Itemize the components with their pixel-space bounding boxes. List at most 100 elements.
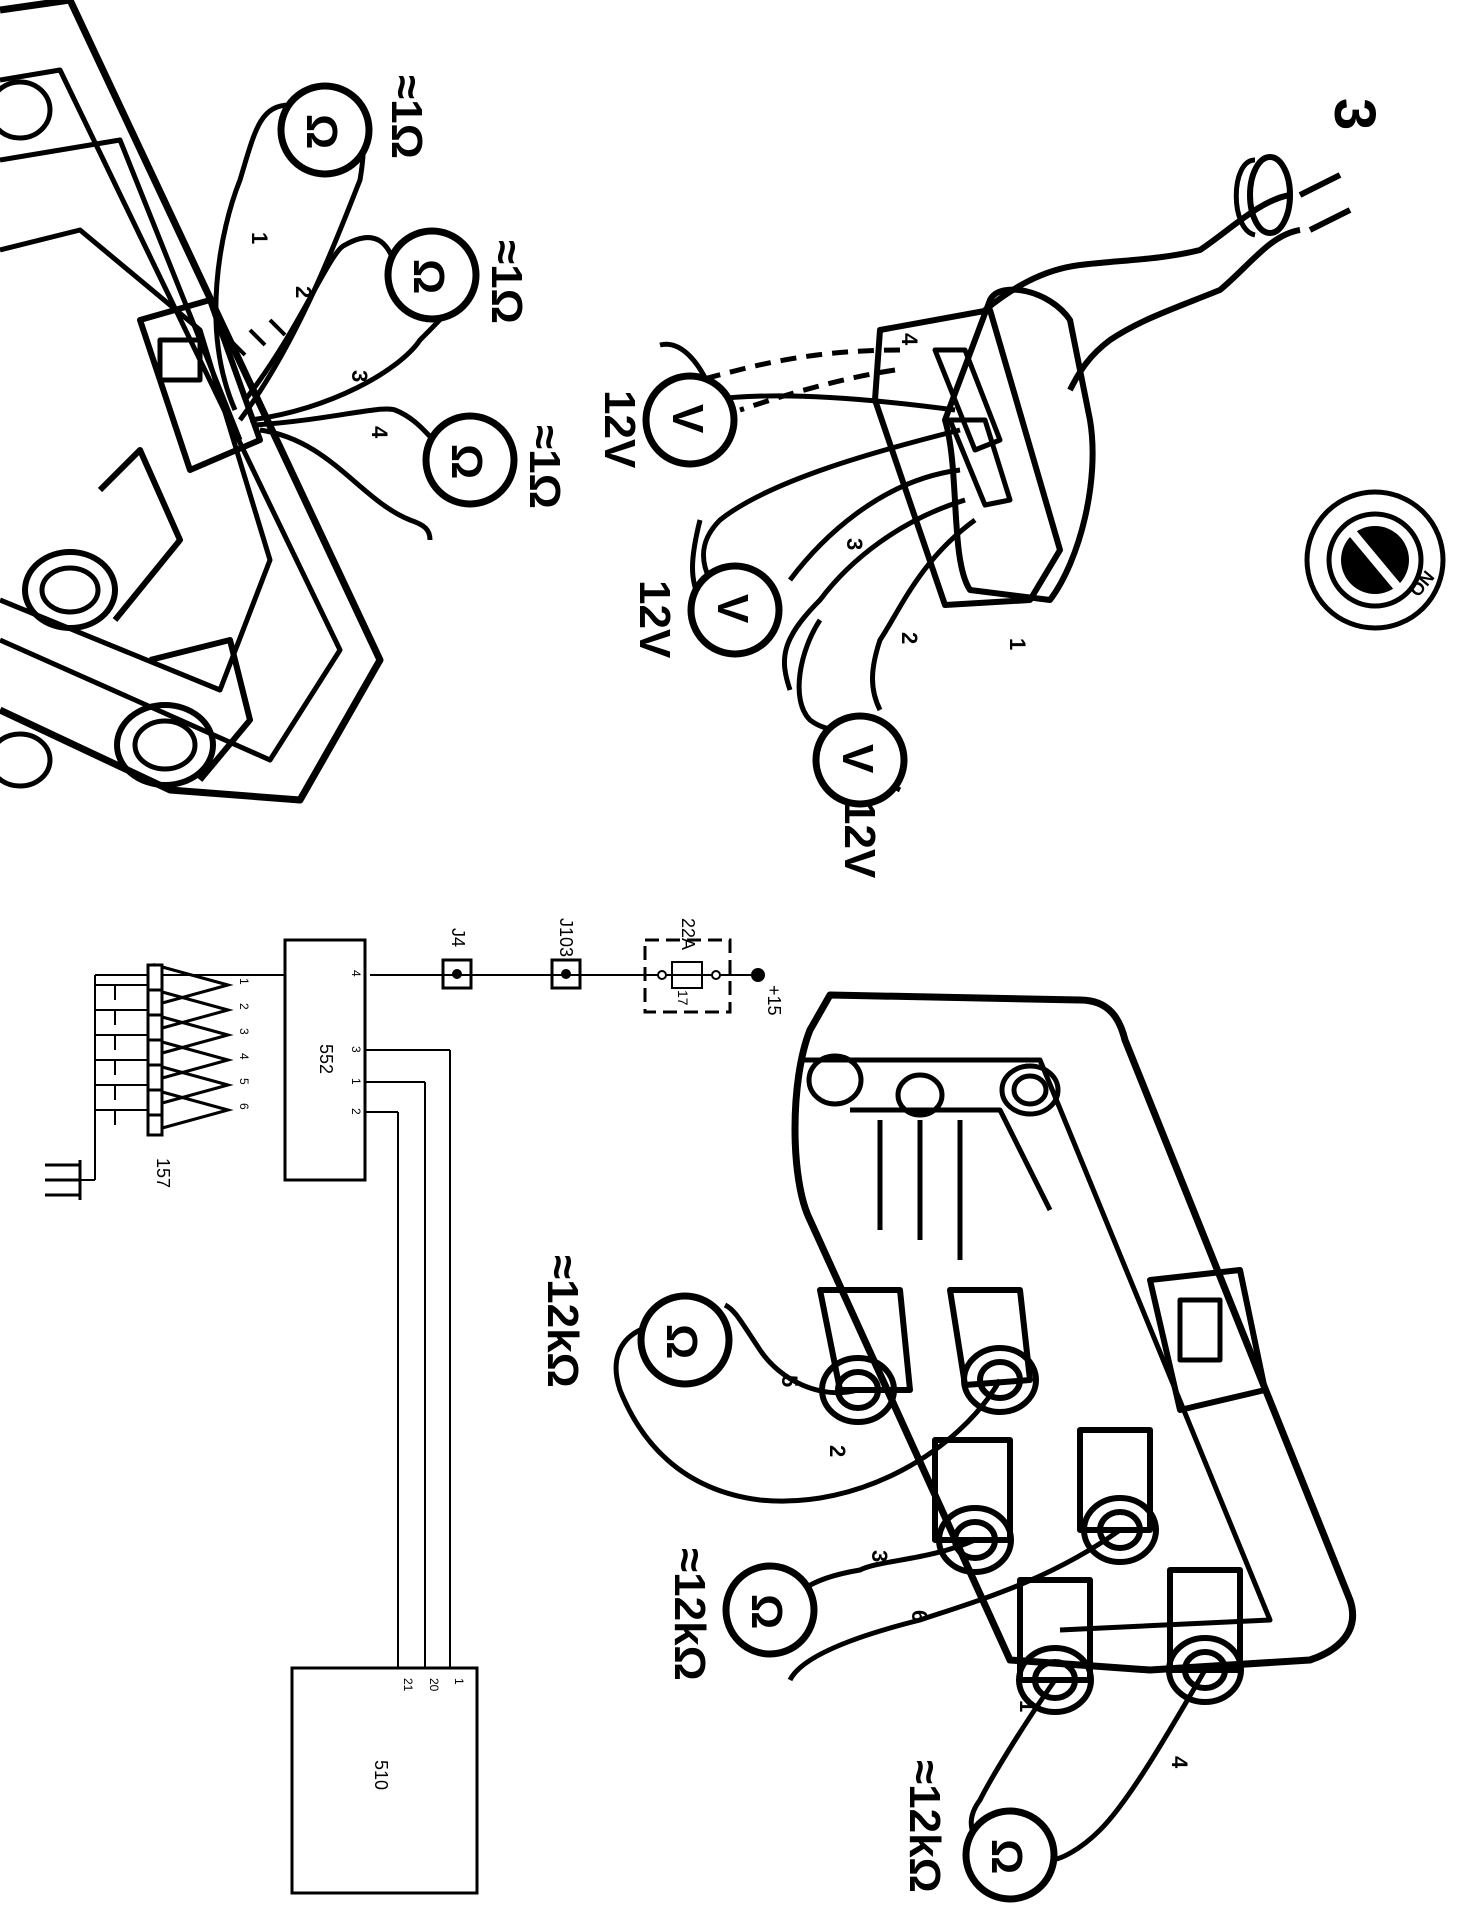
module-pin-label: 4: [349, 970, 363, 977]
cable-grommet: [1247, 154, 1293, 236]
voltage-reading: 12V: [595, 390, 644, 469]
primary-connector-socket: [137, 297, 263, 473]
ecu-pin-label: 21: [401, 1678, 415, 1692]
coil-body-inner: [0, 67, 343, 763]
junction-j103: [550, 958, 582, 990]
fuse-box: [643, 938, 732, 1014]
voltmeter: V: [642, 372, 738, 468]
coil-towers: [817, 1287, 1244, 1715]
ohmmeter: Ω: [722, 1562, 818, 1658]
primary-wire-label: 1: [247, 232, 272, 244]
probe-lead-5: [254, 406, 442, 448]
connector-housing: [942, 286, 1096, 603]
volt-symbol: V: [708, 594, 757, 624]
ohmmeter: Ω: [277, 82, 373, 178]
resistance-reading: ≈1Ω: [382, 75, 431, 159]
primary-connector-socket: [1147, 1267, 1268, 1413]
mounting-hole: [999, 1063, 1061, 1117]
ohm-symbol: Ω: [982, 1839, 1031, 1874]
fuse: [671, 961, 703, 989]
module-pin-label: 1: [349, 1078, 363, 1085]
connector-pin-slots: [932, 347, 1013, 508]
probe-lead: [613, 1327, 1003, 1504]
module-pin-label: 3: [349, 1046, 363, 1053]
probe-lead: [788, 467, 961, 582]
module-pin-label: 2: [349, 1108, 363, 1115]
volt-symbol: V: [833, 744, 882, 774]
coil-tower: [22, 549, 118, 631]
coil-ribs: [0, 227, 273, 693]
coil-tower-bore: [39, 565, 101, 615]
probe-tips: [228, 318, 287, 357]
supply-label: +15: [764, 985, 784, 1016]
resistance-reading: ≈12kΩ: [538, 1255, 587, 1388]
socket-latch: [1177, 1297, 1223, 1363]
ignition-switch-icon: ON: [1304, 489, 1446, 631]
coil-pack-157: [146, 963, 234, 1137]
figure-number: 3: [1322, 98, 1387, 130]
ohm-symbol: Ω: [297, 114, 346, 149]
voltmeter: V: [812, 712, 908, 808]
coil-output-label: 1: [237, 978, 251, 985]
ohm-symbol: Ω: [442, 444, 491, 479]
coil-tower: [936, 1505, 1014, 1575]
coil-output-label: 6: [237, 1103, 251, 1110]
wiring-schematic: [45, 938, 765, 1895]
coil-tower-bore: [132, 718, 198, 772]
ohm-symbol: Ω: [742, 1594, 791, 1629]
probe-lead: [870, 517, 977, 712]
connector-pin-label: 3: [842, 538, 867, 550]
mounting-hole: [0, 731, 53, 789]
probe-lead: [700, 427, 961, 582]
probe-lead: [723, 1302, 859, 1396]
ground-symbol: [45, 1160, 82, 1200]
mounting-hole: [806, 1053, 864, 1107]
connector-pin-label: 1: [1005, 638, 1030, 650]
mounting-hole: [895, 1072, 945, 1118]
ohm-symbol: Ω: [404, 259, 453, 294]
junction-label: J4: [448, 928, 468, 947]
socket-latch: [157, 337, 203, 383]
coil-tower: [1081, 1495, 1159, 1565]
resistance-reading: ≈1Ω: [482, 240, 531, 324]
resistance-reading: ≈12kΩ: [665, 1548, 714, 1681]
voltage-reading: 12V: [835, 800, 884, 879]
resistance-reading: ≈1Ω: [520, 425, 569, 509]
ohmmeter: Ω: [422, 412, 518, 508]
probe-lead: [787, 1527, 1122, 1682]
probe-lead: [1049, 1668, 1208, 1863]
junction-label: J103: [556, 918, 576, 957]
probe-lead-6: [259, 427, 433, 541]
ecu-510: [290, 1666, 479, 1895]
connector-pin-label: 4: [897, 333, 922, 346]
tower-label: 3: [867, 1550, 892, 1562]
tower-label: 6: [907, 1610, 932, 1622]
voltmeter: V: [687, 562, 783, 658]
probe-lead: [782, 497, 966, 691]
probe-lead: [709, 393, 956, 413]
coil-body-outline: [0, 0, 384, 804]
mounting-hole: [0, 79, 53, 141]
coil-tower: [114, 702, 216, 788]
coil-tower: [961, 1345, 1039, 1415]
coil-tower: [1166, 1635, 1244, 1705]
ecu-label: 510: [371, 1760, 391, 1790]
coil-body-inner: [800, 1057, 1273, 1633]
tower-label: 1: [1015, 1700, 1040, 1712]
probe-lead-1: [213, 102, 291, 412]
coil-ribs: [850, 1107, 1053, 1260]
volt-symbol: V: [663, 404, 712, 434]
coil-output-label: 2: [237, 1003, 251, 1010]
primary-wire-label: 3: [347, 370, 372, 382]
ecu-pin-label: 1: [452, 1678, 466, 1685]
connector-pin-label: 2: [897, 632, 922, 644]
tower-label: 2: [825, 1445, 850, 1457]
coil-pack-label: 157: [153, 1158, 173, 1188]
tower-label: 5: [777, 1375, 802, 1387]
ohmmeter: Ω: [637, 1292, 733, 1388]
probe-lead-3: [243, 235, 398, 402]
ohmmeter: Ω: [384, 227, 480, 323]
coil-tower: [1016, 1645, 1094, 1715]
harness-connector-test: [659, 154, 1352, 793]
